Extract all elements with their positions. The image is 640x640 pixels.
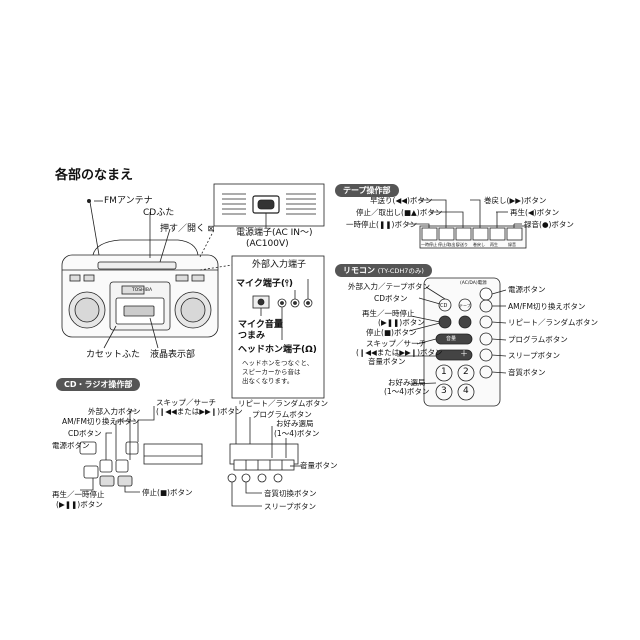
push-open-label: 押す／開く ⊠ [160,224,215,234]
remote-key-volume-plus[interactable]: ＋ [460,349,468,358]
cd-play-pause-icon: ▶❚❚ [58,500,78,509]
play-icon: ◀ [527,208,534,217]
mic-jack-label: マイク端子(⫯) [236,279,293,289]
tape-key-0[interactable]: 一時停止 [421,242,437,247]
remote-volume-label: 音量ボタン [368,357,406,366]
tape-key-1[interactable]: 停止/取出し [438,242,460,247]
cd-sleep-label: スリープボタン [264,502,317,511]
push-open-mark-icon: ⊠ [205,224,215,233]
remote-power-label: 電源ボタン [508,285,546,294]
remote-drawing [397,277,507,407]
remote-key-tape[interactable]: テープ [459,303,471,308]
tape-key-5[interactable]: 録音 [508,242,516,247]
cd-favorites-1: お好み選局 [276,419,314,428]
cd-play-pause-1: 再生／一時停止 [52,490,105,499]
cd-favorites-2: (1〜4)ボタン [274,429,320,438]
play-pause-icon: ▶❚❚ [380,318,400,327]
cd-skip-1: スキップ／サーチ [156,398,216,407]
cd-stop-icon: ■ [159,488,168,497]
cd-program-label: プログラムボタン [252,410,312,419]
headphone-note-2: スピーカーから音は [242,368,301,376]
remote-sound-label: 音質ボタン [508,368,546,377]
cd-volume-label: 音量ボタン [300,461,338,470]
remote-sleep-label: スリープボタン [508,351,561,360]
stop-eject-icon: ■▲ [403,208,417,217]
headphone-jack-label: ヘッドホン端子(Ω) [238,345,317,355]
remote-am-fm-label: AM/FM切り換えボタン [508,302,586,311]
tape-key-4[interactable]: 再生 [490,242,498,247]
stop-icon: ■ [383,328,392,337]
ff-icon: ◀◀ [395,196,407,205]
tape-key-2[interactable]: 早送り [456,242,468,247]
remote-play-pause-1: 再生／一時停止 [362,309,415,318]
power-jack-panel [213,183,325,228]
remote-ext-input-label: 外部入力／テープボタン [348,282,431,291]
remote-section-title: リモコン (TY-CDH7のみ) [335,264,432,277]
skip-back-icon: ❙◀◀ [358,348,377,357]
cd-skip-back-icon: ❙◀◀ [158,407,177,416]
cd-cd-button-label: CDボタン [68,429,102,438]
cd-play-pause-2: (▶❚❚)ボタン [56,500,103,509]
record-icon: ● [541,220,549,229]
remote-favorites-2: (1〜4)ボタン [384,387,430,396]
cd-stop-label: 停止(■)ボタン [142,488,193,497]
remote-key-1[interactable]: 1 [441,367,447,377]
remote-play-pause-2: (▶❚❚)ボタン [378,318,425,327]
pause-icon: ❚❚ [378,220,392,229]
rewind-label: 巻戻し(▶▶)ボタン [484,196,547,205]
remote-skip-1: スキップ／サーチ [366,339,426,348]
ff-button-label: 早送り(◀◀)ボタン [370,196,433,205]
cd-power-label: 電源ボタン [52,441,90,450]
tape-section-title: テープ操作部 [335,184,399,197]
cd-skip-forward-icon: ▶▶❙ [199,407,218,416]
remote-skip-2: (❙◀◀または▶▶❙)ボタン [356,348,443,357]
page-title: 各部のなまえ [55,168,134,183]
mic-volume-label: マイク音量 [238,320,283,330]
remote-cd-label: CDボタン [374,294,408,303]
tape-key-3[interactable]: 巻戻し [473,242,485,247]
tape-keys-drawing [408,199,527,249]
remote-key-2[interactable]: 2 [463,367,469,377]
fm-antenna-label: FMアンテナ [104,196,153,206]
cd-lid-label: CDふた [143,208,175,218]
remote-favorites-1: お好み選局 [388,378,426,387]
boombox-drawing [61,198,233,349]
cd-skip-2: (❙◀◀または▶▶❙)ボタン [156,407,243,416]
ext-input-jack-label: 外部入力端子 [252,260,307,270]
record-label: 録音(●)ボタン [524,220,574,229]
remote-key-cd[interactable]: CD [440,303,448,309]
cd-am-fm-label: AM/FM切り換えボタン [62,417,140,426]
power-jack-label: 電源端子(AC IN〜) [236,228,313,238]
rewind-icon: ▶▶ [509,196,521,205]
cd-ext-input-label: 外部入力ボタン [88,407,141,416]
tape-play-label: 再生(◀)ボタン [510,208,560,217]
lcd-display-label: 液晶表示部 [150,350,196,360]
cd-radio-section-title: CD・ラジオ操作部 [56,378,141,391]
remote-key-volume-minus[interactable]: 音量 [446,336,457,342]
stop-eject-label: 停止／取出し(■▲)ボタン [356,208,443,217]
cd-sound-switch-label: 音質切換ボタン [264,489,317,498]
headphone-note-3: 出なくなります。 [242,377,294,385]
mic-icon: ⫯ [284,279,289,289]
power-jack-voltage: (AC100V) [246,239,289,249]
cd-repeat-label: リピート／ランダムボタン [238,399,328,408]
headphone-note-1: ヘッドホンをつなぐと、 [242,359,314,367]
mic-volume-label-2: つまみ [238,331,266,341]
remote-program-label: プログラムボタン [508,335,568,344]
cassette-lid-label: カセットふた [86,350,141,360]
tape-pause-label: 一時停止(❚❚)ボタン [346,220,417,229]
remote-repeat-label: リピート／ランダムボタン [508,318,598,327]
brand-logo: TOSHIBA [132,288,153,293]
side-jack-panel [231,255,325,399]
cd-panel-drawing [79,406,304,507]
remote-stop-label: 停止(■)ボタン [366,328,417,337]
remote-key-4[interactable]: 4 [463,386,469,396]
remote-header-text: (AC/DA)電源 [460,281,487,286]
headphone-icon: Ω [305,345,313,355]
remote-key-3[interactable]: 3 [441,386,447,396]
skip-forward-icon: ▶▶❙ [399,348,418,357]
